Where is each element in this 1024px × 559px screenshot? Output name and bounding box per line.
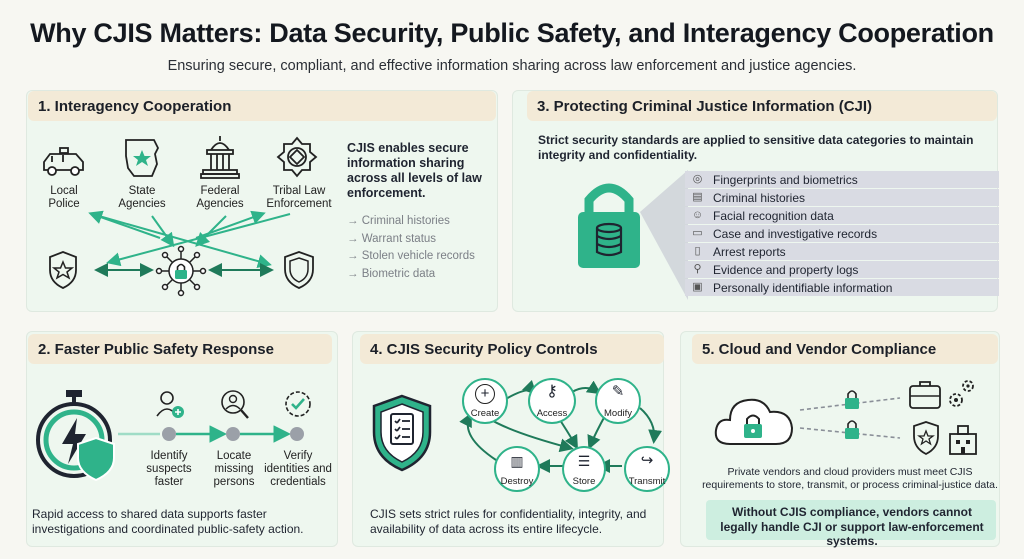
vendor-body: Private vendors and cloud providers must… xyxy=(702,466,998,491)
policy-footer: CJIS sets strict rules for confidentiali… xyxy=(370,507,647,536)
step-verify: Verify identities and credentials xyxy=(264,450,332,488)
agency-label-federal: Federal Agencies xyxy=(196,185,244,210)
case-file-icon: ▭ xyxy=(692,227,703,239)
agency-label-state: State Agencies xyxy=(118,185,166,210)
category-row: ⚲ Evidence and property logs xyxy=(685,261,999,278)
person-search-icon xyxy=(221,390,249,419)
face-scan-icon: ☺ xyxy=(691,209,704,221)
category-label: Facial recognition data xyxy=(713,208,834,223)
category-row: ☺ Facial recognition data xyxy=(685,207,999,224)
shared-item-criminal-histories: → Criminal histories xyxy=(347,215,450,227)
magnifier-icon: ⚲ xyxy=(693,263,702,275)
vendor-warning: Without CJIS compliance, vendors cannot … xyxy=(720,505,984,548)
page-title: Why CJIS Matters: Data Security, Public … xyxy=(30,18,994,48)
badge-star-icon xyxy=(49,251,77,289)
heading-vendor-compliance: 5. Cloud and Vendor Compliance xyxy=(692,334,998,364)
database-lock-icon xyxy=(578,183,640,268)
lifecycle-node-destroy xyxy=(494,446,540,492)
shield-icon xyxy=(284,251,314,289)
cji-intro: Strict security standards are applied to… xyxy=(538,133,974,162)
fingerprint-icon: ◎ xyxy=(692,173,703,185)
category-label: Criminal histories xyxy=(713,190,806,205)
report-icon: ▯ xyxy=(694,245,701,257)
step-locate: Locate missing persons xyxy=(213,450,255,488)
cloud-lock-icon xyxy=(714,398,794,445)
shared-item-warrant-status: → Warrant status xyxy=(347,233,437,245)
lifecycle-label-modify: Modify xyxy=(604,408,632,419)
category-row: ◎ Fingerprints and biometrics xyxy=(685,171,999,188)
category-label: Arrest reports xyxy=(713,244,786,259)
heading-public-safety: 2. Faster Public Safety Response xyxy=(28,334,332,364)
category-label: Fingerprints and biometrics xyxy=(713,172,858,187)
id-card-icon: ▣ xyxy=(692,281,703,293)
lifecycle-node-transmit xyxy=(624,446,670,492)
category-label: Evidence and property logs xyxy=(713,262,859,277)
agency-label-tribal: Tribal Law Enforcement xyxy=(266,185,332,210)
lifecycle-label-store: Store xyxy=(572,476,596,487)
lifecycle-label-transmit: Transmit xyxy=(628,476,666,487)
heading-policy-controls: 4. CJIS Security Policy Controls xyxy=(360,334,664,364)
document-icon: ▤ xyxy=(692,191,703,203)
agency-label-local-police: Local Police xyxy=(48,185,80,210)
lifecycle-node-access xyxy=(528,378,576,424)
vendor-warning-box xyxy=(706,500,996,540)
lifecycle-label-create: Create xyxy=(470,408,500,419)
key-icon: ⚷ xyxy=(546,383,558,400)
step-identify: Identify suspects faster xyxy=(146,450,192,488)
lifecycle-node-modify xyxy=(595,378,641,424)
public-safety-footer: Rapid access to shared data supports fas… xyxy=(32,507,304,536)
police-car-icon xyxy=(43,147,84,176)
lifecycle-label-access: Access xyxy=(536,408,568,419)
checklist-shield-icon xyxy=(372,394,432,472)
share-arrow-icon: ↪ xyxy=(640,452,654,469)
category-label: Case and investigative records xyxy=(713,226,878,241)
shared-item-stolen-vehicles: → Stolen vehicle records xyxy=(347,250,475,262)
plus-icon: + xyxy=(475,384,495,404)
badge-building-icon xyxy=(913,421,977,456)
shared-item-biometric-data: → Biometric data xyxy=(347,268,436,280)
page-subtitle: Ensuring secure, compliant, and effectiv… xyxy=(167,58,857,74)
category-label: Personally identifiable information xyxy=(713,280,893,295)
heading-interagency: 1. Interagency Cooperation xyxy=(28,91,496,121)
category-row: ▣ Personally identifiable information xyxy=(685,279,999,296)
edit-icon: ✎ xyxy=(611,383,625,400)
person-add-icon xyxy=(156,391,184,418)
shredder-icon: ▥ xyxy=(510,453,524,469)
interagency-statement: CJIS enables secure information sharing … xyxy=(347,141,482,200)
server-icon: ☰ xyxy=(577,453,591,469)
cjis-hub-lock-icon xyxy=(155,245,207,297)
state-map-icon xyxy=(125,139,160,177)
lifecycle-label-destroy: Destroy xyxy=(500,476,534,487)
stopwatch-shield-icon xyxy=(36,390,115,482)
capitol-building-icon xyxy=(200,136,240,179)
heading-cji-protection: 3. Protecting Criminal Justice Informati… xyxy=(527,91,997,121)
category-row: ▭ Case and investigative records xyxy=(685,225,999,242)
category-row: ▤ Criminal histories xyxy=(685,189,999,206)
category-row: ▯ Arrest reports xyxy=(685,243,999,260)
briefcase-gears-icon xyxy=(909,380,974,409)
verified-badge-icon xyxy=(285,391,311,417)
lifecycle-node-store xyxy=(562,446,606,492)
tribal-emblem-icon xyxy=(276,136,318,178)
